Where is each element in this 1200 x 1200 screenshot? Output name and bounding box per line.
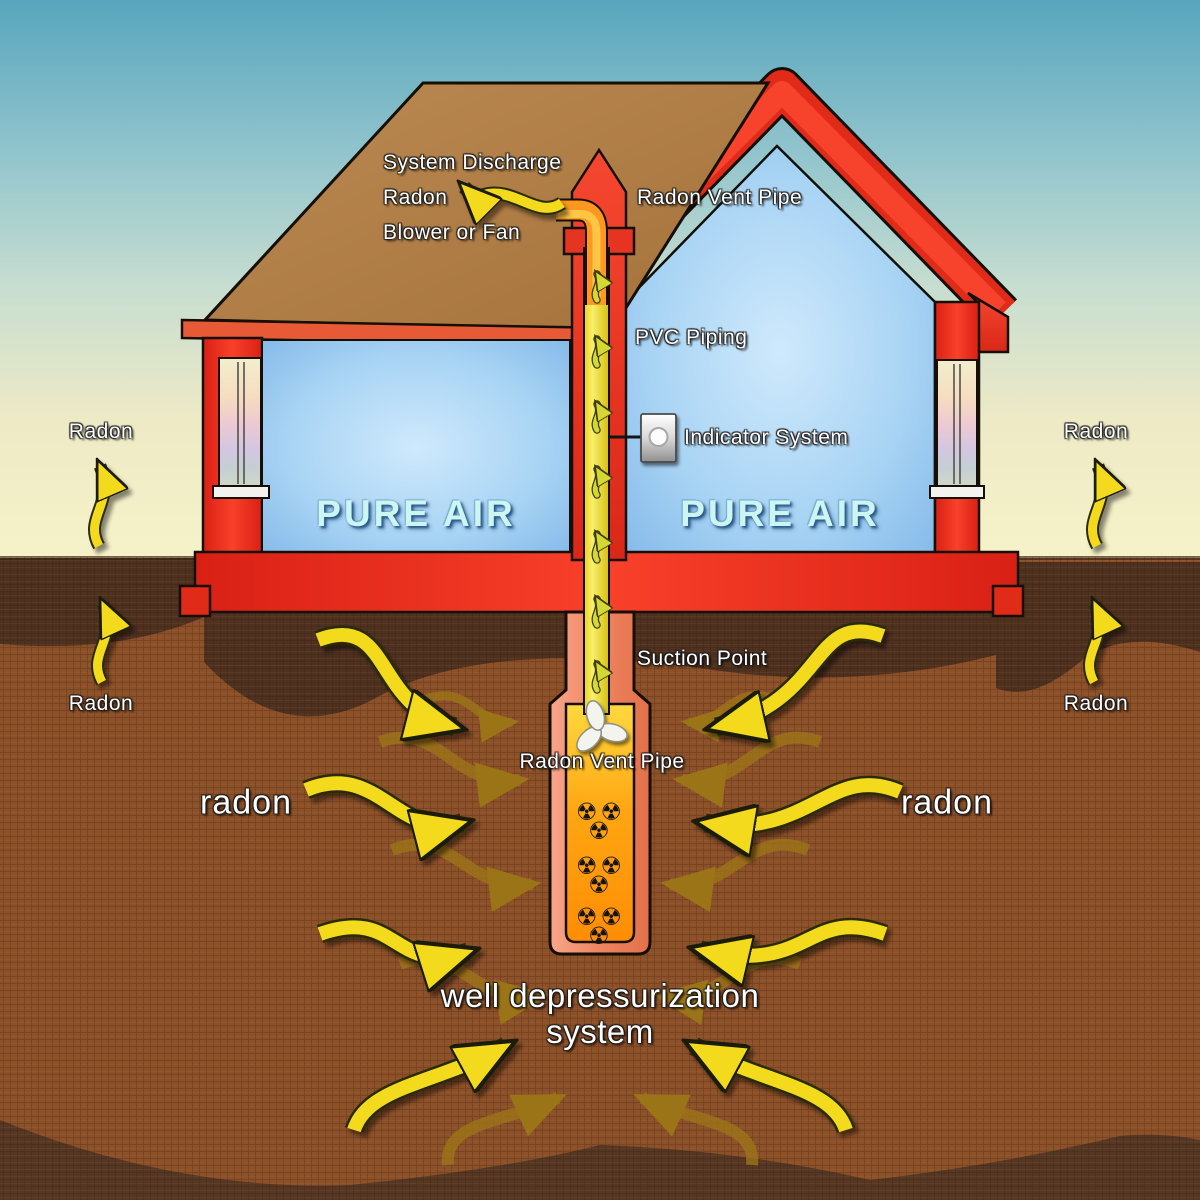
label-blower-or-fan: Blower or Fan — [383, 221, 521, 244]
radiation-icon-cluster: ☢☢ ☢ — [575, 798, 623, 845]
radiation-icon: ☢ — [588, 871, 610, 899]
radiation-icon: ☢ — [575, 798, 598, 826]
radiation-icon: ☢ — [575, 903, 598, 931]
indicator-device — [610, 413, 677, 463]
radiation-icon: ☢ — [600, 852, 623, 880]
window-left — [212, 357, 270, 499]
label-pvc-piping: PVC Piping — [635, 326, 748, 349]
radon-flow-arrows-yellow — [88, 187, 1102, 1134]
radiation-icon: ☢ — [600, 798, 623, 826]
label-pure-air-left: PURE AIR — [316, 493, 516, 534]
left-room — [261, 339, 571, 556]
window-right — [929, 359, 985, 499]
label-radon-outdoor-left: Radon — [68, 420, 134, 443]
label-radon-soil-left: radon — [200, 783, 292, 822]
radiation-icon: ☢ — [588, 817, 610, 845]
label-suction-point: Suction Point — [637, 647, 768, 670]
suction-well — [548, 610, 652, 956]
fan-icon — [576, 700, 628, 752]
radiation-icon: ☢ — [588, 922, 610, 950]
label-indicator-system: Indicator System — [684, 426, 849, 449]
radiation-icon-cluster: ☢☢ ☢ — [575, 903, 623, 950]
radiation-icon: ☢ — [600, 903, 623, 931]
label-system-discharge: System Discharge — [383, 151, 562, 174]
label-pure-air-right: PURE AIR — [680, 493, 880, 534]
label-well-system-line2: system — [546, 1013, 654, 1050]
radiation-icon-cluster: ☢☢ ☢ — [575, 852, 623, 899]
label-radon-vent-pipe-well: Radon Vent Pipe — [519, 750, 685, 773]
label-radon-ground-right: Radon — [1063, 692, 1129, 715]
discharge-arrow — [464, 187, 565, 208]
label-radon-discharge: Radon — [383, 186, 448, 209]
label-radon-soil-right: radon — [901, 783, 993, 822]
discharge-elbow — [556, 198, 608, 305]
label-well-system-line1: well depressurization — [440, 977, 760, 1014]
radiation-icon: ☢ — [575, 852, 598, 880]
label-radon-ground-left: Radon — [68, 692, 134, 715]
label-radon-outdoor-right: Radon — [1063, 420, 1129, 443]
well-interior — [564, 702, 636, 944]
pipe-flow-arrows — [591, 274, 598, 694]
label-radon-vent-pipe-roof: Radon Vent Pipe — [637, 186, 803, 209]
